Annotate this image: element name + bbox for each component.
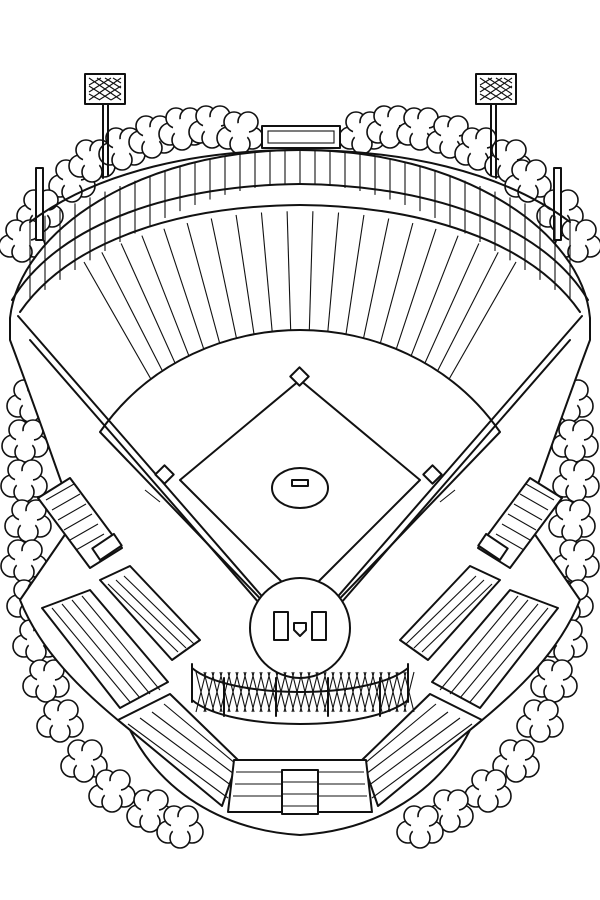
foul-line-right [299,315,583,641]
foul-pole-left [35,167,44,241]
tree [396,805,444,849]
scoreboard [261,125,341,149]
tree [366,105,414,149]
tree [504,159,552,203]
tree [426,789,474,833]
tree [551,419,599,463]
tree [516,699,564,743]
home-plate [293,622,307,637]
bleacher-left-upper [99,565,201,661]
scoreboard-panel [267,130,335,144]
stadium-entrance [281,769,319,815]
tree [22,659,70,703]
bleacher-home-center [227,759,373,815]
pitchers-mound [271,467,329,509]
tree [126,789,174,833]
tree [530,659,578,703]
tree [552,539,600,583]
first-base [422,464,443,485]
tree [548,499,596,543]
batters-box-right [311,611,327,641]
tree [492,739,540,783]
outfield-wall-posts [29,150,571,300]
bleacher-right-lower [431,589,559,709]
coach-box-first [439,489,456,503]
foul-line-left-outer [29,339,301,651]
third-base [154,464,175,485]
tree [464,769,512,813]
bleacher-left-lower [41,589,169,709]
foul-line-right-outer [299,339,571,651]
second-base [289,366,310,387]
light-tower-right [475,73,517,179]
batters-box-left [273,611,289,641]
backstop-fence [191,663,415,725]
light-tower-left [84,73,126,179]
dugout-right [477,477,563,569]
pitchers-rubber [291,479,309,487]
tree [0,459,48,503]
dugout-left [37,477,123,569]
tree [1,419,49,463]
tree [4,499,52,543]
bleacher-right-upper [399,565,501,661]
tree [68,139,116,183]
tree [60,739,108,783]
tree [156,805,204,849]
tree [552,459,600,503]
tree [36,699,84,743]
warning-track [19,204,581,313]
coach-box-third [144,489,161,503]
tree [216,111,264,155]
foul-pole-right [553,167,562,241]
tree [88,769,136,813]
